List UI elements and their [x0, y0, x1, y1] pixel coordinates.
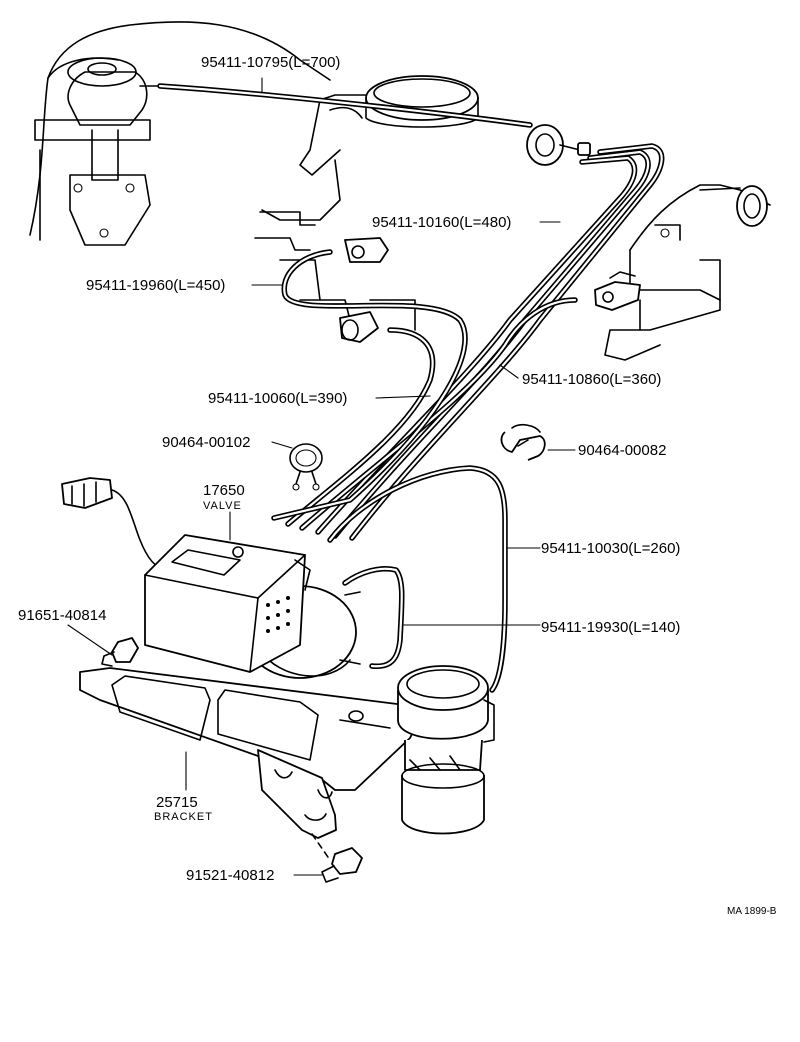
- clips: [289, 423, 546, 491]
- lower-canister: [397, 665, 495, 835]
- label-hose-19930: 95411-19930(L=140): [541, 619, 680, 636]
- clip-00082: [500, 423, 546, 461]
- label-valve-name: VALVE: [203, 500, 242, 512]
- label-bolt-40812: 91521-40812: [186, 867, 274, 884]
- fittings: [139, 85, 641, 343]
- bolt-40814: [101, 637, 139, 667]
- clip-00102: [289, 443, 323, 491]
- vsv-valve-17650: [61, 477, 361, 679]
- figure-code: MA 1899-B: [727, 906, 777, 917]
- label-clip-00082: 90464-00082: [578, 442, 666, 459]
- engine-outline: [29, 21, 771, 361]
- label-hose-10160: 95411-10160(L=480): [372, 214, 511, 231]
- label-hose-10860: 95411-10860(L=360): [522, 371, 661, 388]
- label-hose-10795: 95411-10795(L=700): [201, 54, 340, 71]
- label-hose-10030: 95411-10030(L=260): [541, 540, 680, 557]
- label-valve-number: 17650: [203, 482, 245, 499]
- bracket-25715: [79, 637, 419, 883]
- label-hose-19960: 95411-19960(L=450): [86, 277, 225, 294]
- label-hose-10060: 95411-10060(L=390): [208, 390, 347, 407]
- leader-lines: [67, 77, 576, 876]
- label-bracket-name: BRACKET: [154, 811, 213, 823]
- hose-bundle: [271, 143, 665, 541]
- label-bolt-40814: 91651-40814: [18, 607, 106, 624]
- hoses: [157, 83, 665, 693]
- label-clip-00102: 90464-00102: [162, 434, 250, 451]
- label-bracket-number: 25715: [156, 794, 198, 811]
- vent-holes: [266, 596, 290, 633]
- bolt-40812: [311, 833, 363, 883]
- part-labels: 95411-10795(L=700) 95411-10160(L=480) 95…: [18, 54, 777, 917]
